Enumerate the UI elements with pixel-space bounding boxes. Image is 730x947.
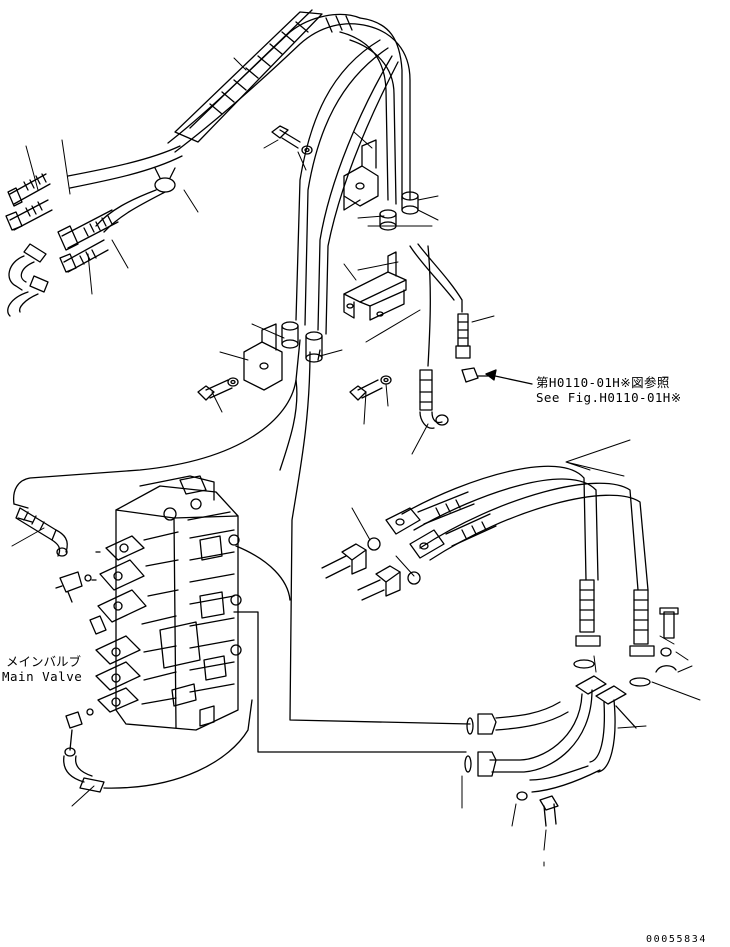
vertical-pipes bbox=[14, 18, 470, 724]
left-hose-fittings bbox=[6, 174, 118, 316]
main-valve-label-english: Main Valve bbox=[2, 669, 83, 684]
reference-label-english: See Fig.H0110-01H※ bbox=[536, 390, 682, 405]
valve-left-hose-bottom bbox=[64, 700, 252, 792]
hose-bundle-top bbox=[68, 10, 368, 232]
figure-number: 00055834 bbox=[646, 934, 707, 945]
top-bolt-and-washer bbox=[272, 126, 312, 154]
hose-to-reference bbox=[410, 244, 532, 428]
reference-label-japanese: 第H0110-01H※図参照 bbox=[536, 375, 670, 390]
right-bent-pipes bbox=[465, 676, 636, 826]
right-flange-hoses bbox=[322, 466, 648, 600]
bolt-middle bbox=[350, 376, 391, 400]
right-hose-ends bbox=[574, 580, 678, 686]
main-valve bbox=[56, 476, 241, 730]
bracket-lower-left bbox=[244, 322, 322, 390]
routing-lines bbox=[234, 546, 466, 752]
main-valve-label-japanese: メインバルブ bbox=[6, 654, 82, 669]
bolt-lower-left bbox=[198, 378, 238, 400]
leader-lines[interactable] bbox=[12, 58, 700, 866]
valve-left-hose-top bbox=[14, 504, 67, 556]
